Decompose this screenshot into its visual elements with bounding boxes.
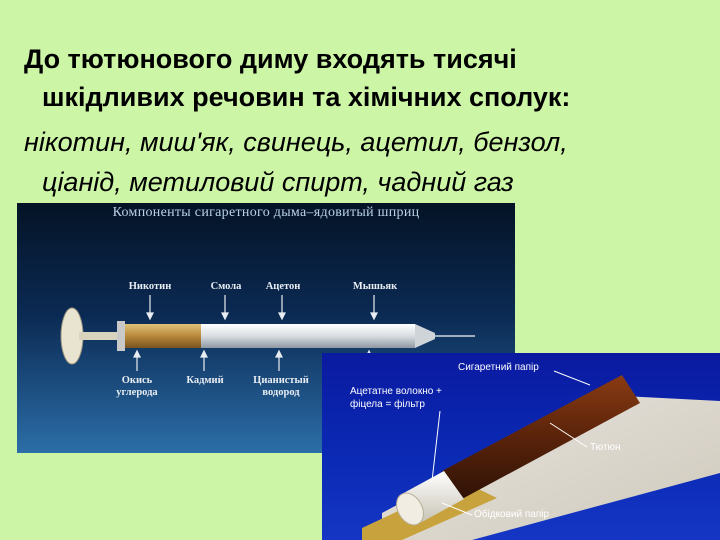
heading-line-1: До тютюнового диму входять тисячі [24, 44, 517, 74]
tobacco-section [125, 324, 201, 348]
label-hydrogen-cyanide: Цианистый водород [253, 375, 309, 398]
label-cadmium: Кадмий [186, 375, 224, 386]
arrowhead-arsenic [370, 312, 378, 321]
syringe-tip [415, 324, 435, 348]
substances-line-2: ціанід, метиловий спирт, чадний газ [42, 167, 514, 197]
label-acetone: Ацетон [265, 281, 301, 292]
label-carbon-monoxide: Окись углерода [116, 375, 158, 398]
arrowhead-tar [221, 312, 229, 321]
leader-filter [431, 410, 441, 482]
syringe-illustration: Компоненты сигаретного дыма–ядовитый шпр… [17, 203, 515, 453]
plunger-rod [79, 332, 123, 340]
arrowhead-cadmium [200, 349, 208, 358]
leader-tobacco [549, 422, 588, 448]
label-tipping-paper: Обідковий папір [474, 509, 550, 520]
barrel-collar [117, 321, 125, 351]
substances-line-1: нікотин, миш'як, свинець, ацетил, бензол… [24, 127, 568, 157]
tobacco-rod [442, 375, 640, 499]
slide-heading: До тютюнового диму входять тисячі шкідли… [24, 40, 704, 116]
substances-list: нікотин, миш'як, свинець, ацетил, бензол… [24, 122, 704, 202]
leader-paper [553, 370, 591, 386]
arrowhead-acetone [278, 312, 286, 321]
leader-wrap [441, 502, 473, 516]
label-tobacco: Тютюн [590, 442, 621, 453]
cigarette-illustration: Сигаретний папір Ацетатне волокно + фіце… [322, 353, 720, 540]
filter-end [396, 492, 424, 526]
arrowhead-hydrogen-cyanide [275, 349, 283, 358]
label-filter-line-1: Ацетатне волокно + [350, 386, 442, 397]
arrowhead-carbon-monoxide [133, 349, 141, 358]
cigarette-drawing [362, 370, 720, 540]
syringe-figure-title: Компоненты сигаретного дыма–ядовитый шпр… [112, 205, 420, 220]
syringe-barrel [201, 324, 415, 348]
syringe-drawing [60, 295, 475, 371]
label-nicotine: Никотин [128, 281, 172, 292]
heading-line-2: шкідливих речовин та хімічних сполук: [42, 82, 571, 112]
label-filter-line-2: фіцела = фільтр [350, 399, 425, 410]
label-cigarette-paper: Сигаретний папір [458, 362, 539, 373]
label-arsenic: Мышьяк [352, 281, 398, 292]
arrowhead-nicotine [146, 312, 154, 321]
label-tar: Смола [210, 281, 242, 292]
